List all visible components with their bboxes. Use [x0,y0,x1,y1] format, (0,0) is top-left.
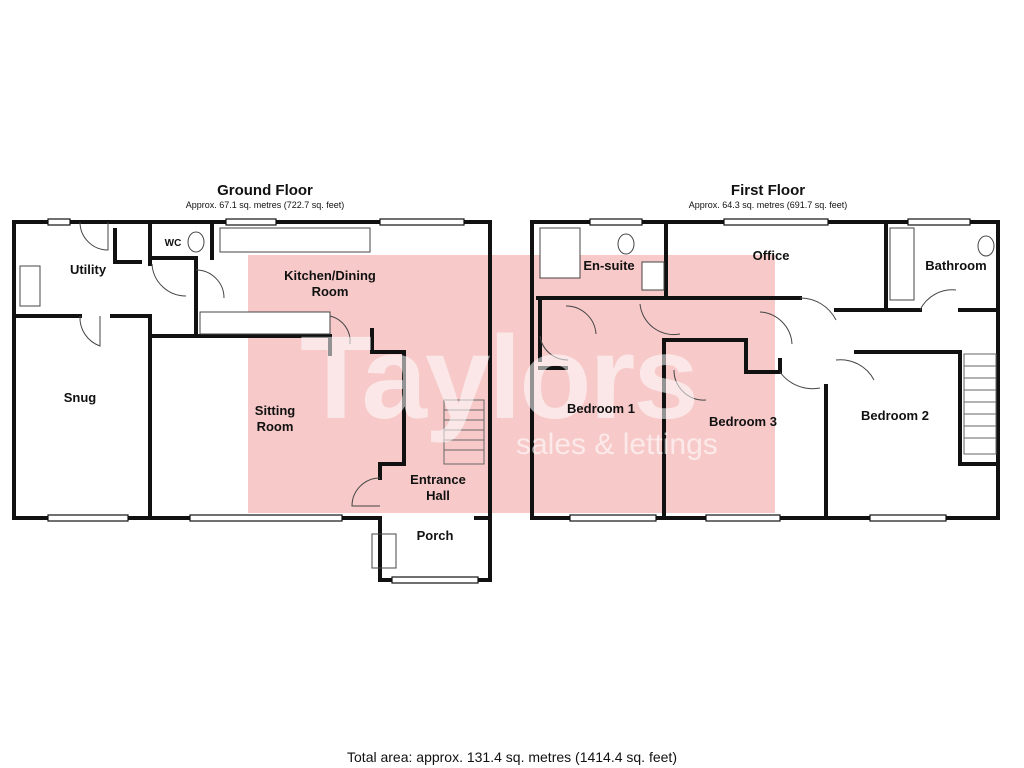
first-floor-area: Approx. 64.3 sq. metres (691.7 sq. feet) [688,200,848,210]
door-swing [639,303,681,336]
window [189,514,343,522]
room-wc: WC [164,238,182,249]
door-swing [835,359,875,381]
ground-floor-area: Approx. 67.1 sq. metres (722.7 sq. feet) [185,200,345,210]
utility-sink [19,265,41,307]
room-snug: Snug [63,390,97,405]
door-swing [79,315,101,347]
shower [539,227,581,279]
window [47,514,129,522]
door-swing [151,263,187,297]
door-swing [799,297,837,321]
room-utility: Utility [69,262,107,277]
first-stairs [963,353,997,455]
ground-stairs [443,399,485,465]
watermark-tagline: sales & lettings [516,428,718,461]
kitchen-unit [199,311,331,335]
window [907,218,971,226]
wc-toilet [187,231,205,253]
room-sitting: Sitting Room [254,403,296,434]
door-swing [351,477,381,507]
room-entrance: Entrance Hall [410,472,466,503]
toilet [617,233,635,255]
bath [889,227,915,301]
door-swing [565,305,597,335]
kitchen-worktop [219,227,371,253]
window [569,514,657,522]
door-swing [329,315,351,345]
room-bedroom-1: Bedroom 1 [567,401,635,416]
room-bathroom: Bathroom [925,258,987,273]
basin [641,261,665,291]
total-area: Total area: approx. 131.4 sq. metres (14… [347,749,677,765]
door-swing [371,533,397,569]
window [47,218,71,226]
window [705,514,781,522]
door-swing [195,269,225,299]
window [391,576,479,584]
toilet [977,235,995,257]
window [869,514,947,522]
door-swing [779,371,821,390]
room-ensuite: En-suite [583,258,635,273]
window [589,218,643,226]
ground-top-wall [12,220,492,582]
room-kitchen: Kitchen/Dining Room [284,268,376,299]
door-swing [673,369,707,401]
room-bedroom-3: Bedroom 3 [709,414,777,429]
window [225,218,277,226]
door-swing [759,311,793,345]
room-office: Office [752,248,790,263]
door-swing [919,289,957,311]
door-swing [79,221,109,251]
first-floor-title: First Floor [730,182,806,199]
door-swing [539,335,569,361]
window [379,218,465,226]
window [723,218,829,226]
room-bedroom-2: Bedroom 2 [861,408,929,423]
room-porch: Porch [416,528,454,543]
watermark-brand: Taylors [300,312,699,444]
ground-floor-title: Ground Floor [217,182,313,199]
